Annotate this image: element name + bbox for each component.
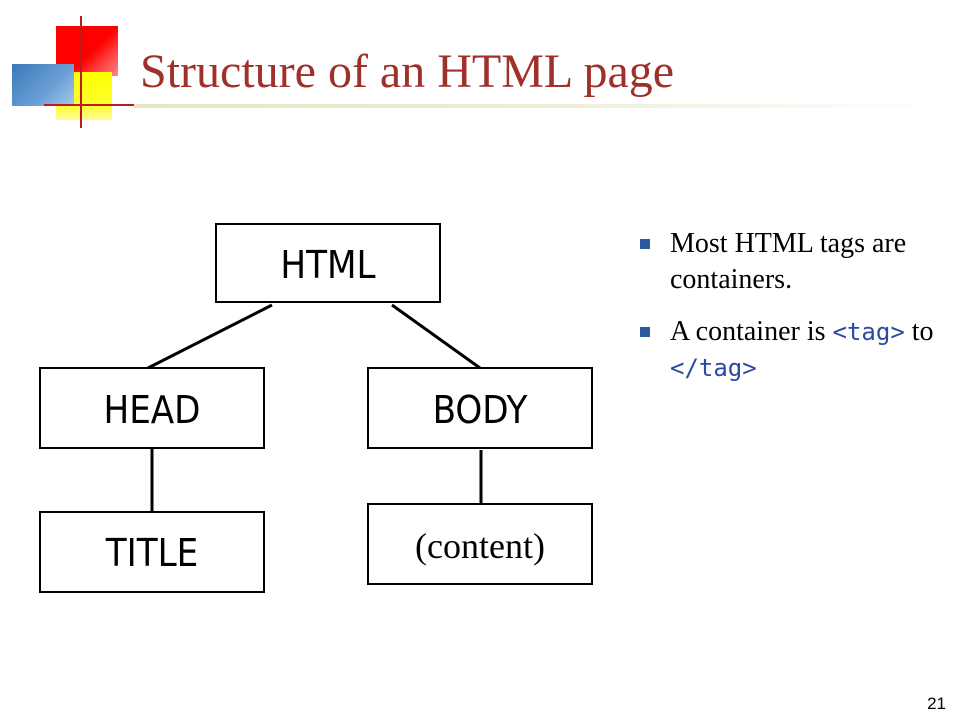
square-bullet-icon	[640, 327, 650, 337]
bullet-text: Most HTML tags are containers.	[670, 228, 907, 295]
node-head: HEAD	[39, 367, 265, 449]
node-content: (content)	[367, 503, 593, 585]
square-bullet-icon	[640, 239, 650, 249]
close-tag-code: </tag>	[670, 354, 757, 382]
node-title-label: TITLE	[105, 531, 198, 575]
bullet-item: Most HTML tags are containers.	[636, 226, 946, 298]
node-head-label: HEAD	[103, 388, 200, 432]
open-tag-code: <tag>	[832, 318, 905, 346]
bullet-text-middle: to	[904, 316, 934, 347]
node-html-box	[215, 223, 441, 303]
edge-html-body	[391, 303, 481, 370]
node-html: HTML	[215, 223, 441, 303]
node-head-box	[39, 367, 265, 449]
node-body: BODY	[367, 367, 593, 449]
bullet-text-prefix: A container is	[670, 316, 833, 347]
horizontal-line-decoration	[44, 104, 134, 106]
node-title: TITLE	[39, 511, 265, 593]
slide-number: 21	[927, 694, 946, 713]
node-html-label: HTML	[280, 243, 375, 287]
node-content-label: (content)	[415, 526, 545, 566]
blue-square-decoration	[12, 64, 74, 106]
bullet-list: Most HTML tags are containers. A contain…	[636, 226, 946, 402]
bullet-item: A container is <tag> to </tag>	[636, 314, 946, 386]
node-body-label: BODY	[433, 388, 528, 432]
node-content-box	[367, 503, 593, 585]
slide-title: Structure of an HTML page	[140, 45, 675, 98]
title-underline	[134, 104, 944, 108]
vertical-line-decoration	[80, 16, 82, 128]
node-body-box	[367, 367, 593, 449]
slide-logo-squares	[0, 0, 140, 140]
node-title-box	[39, 511, 265, 593]
edge-html-head	[147, 303, 273, 370]
